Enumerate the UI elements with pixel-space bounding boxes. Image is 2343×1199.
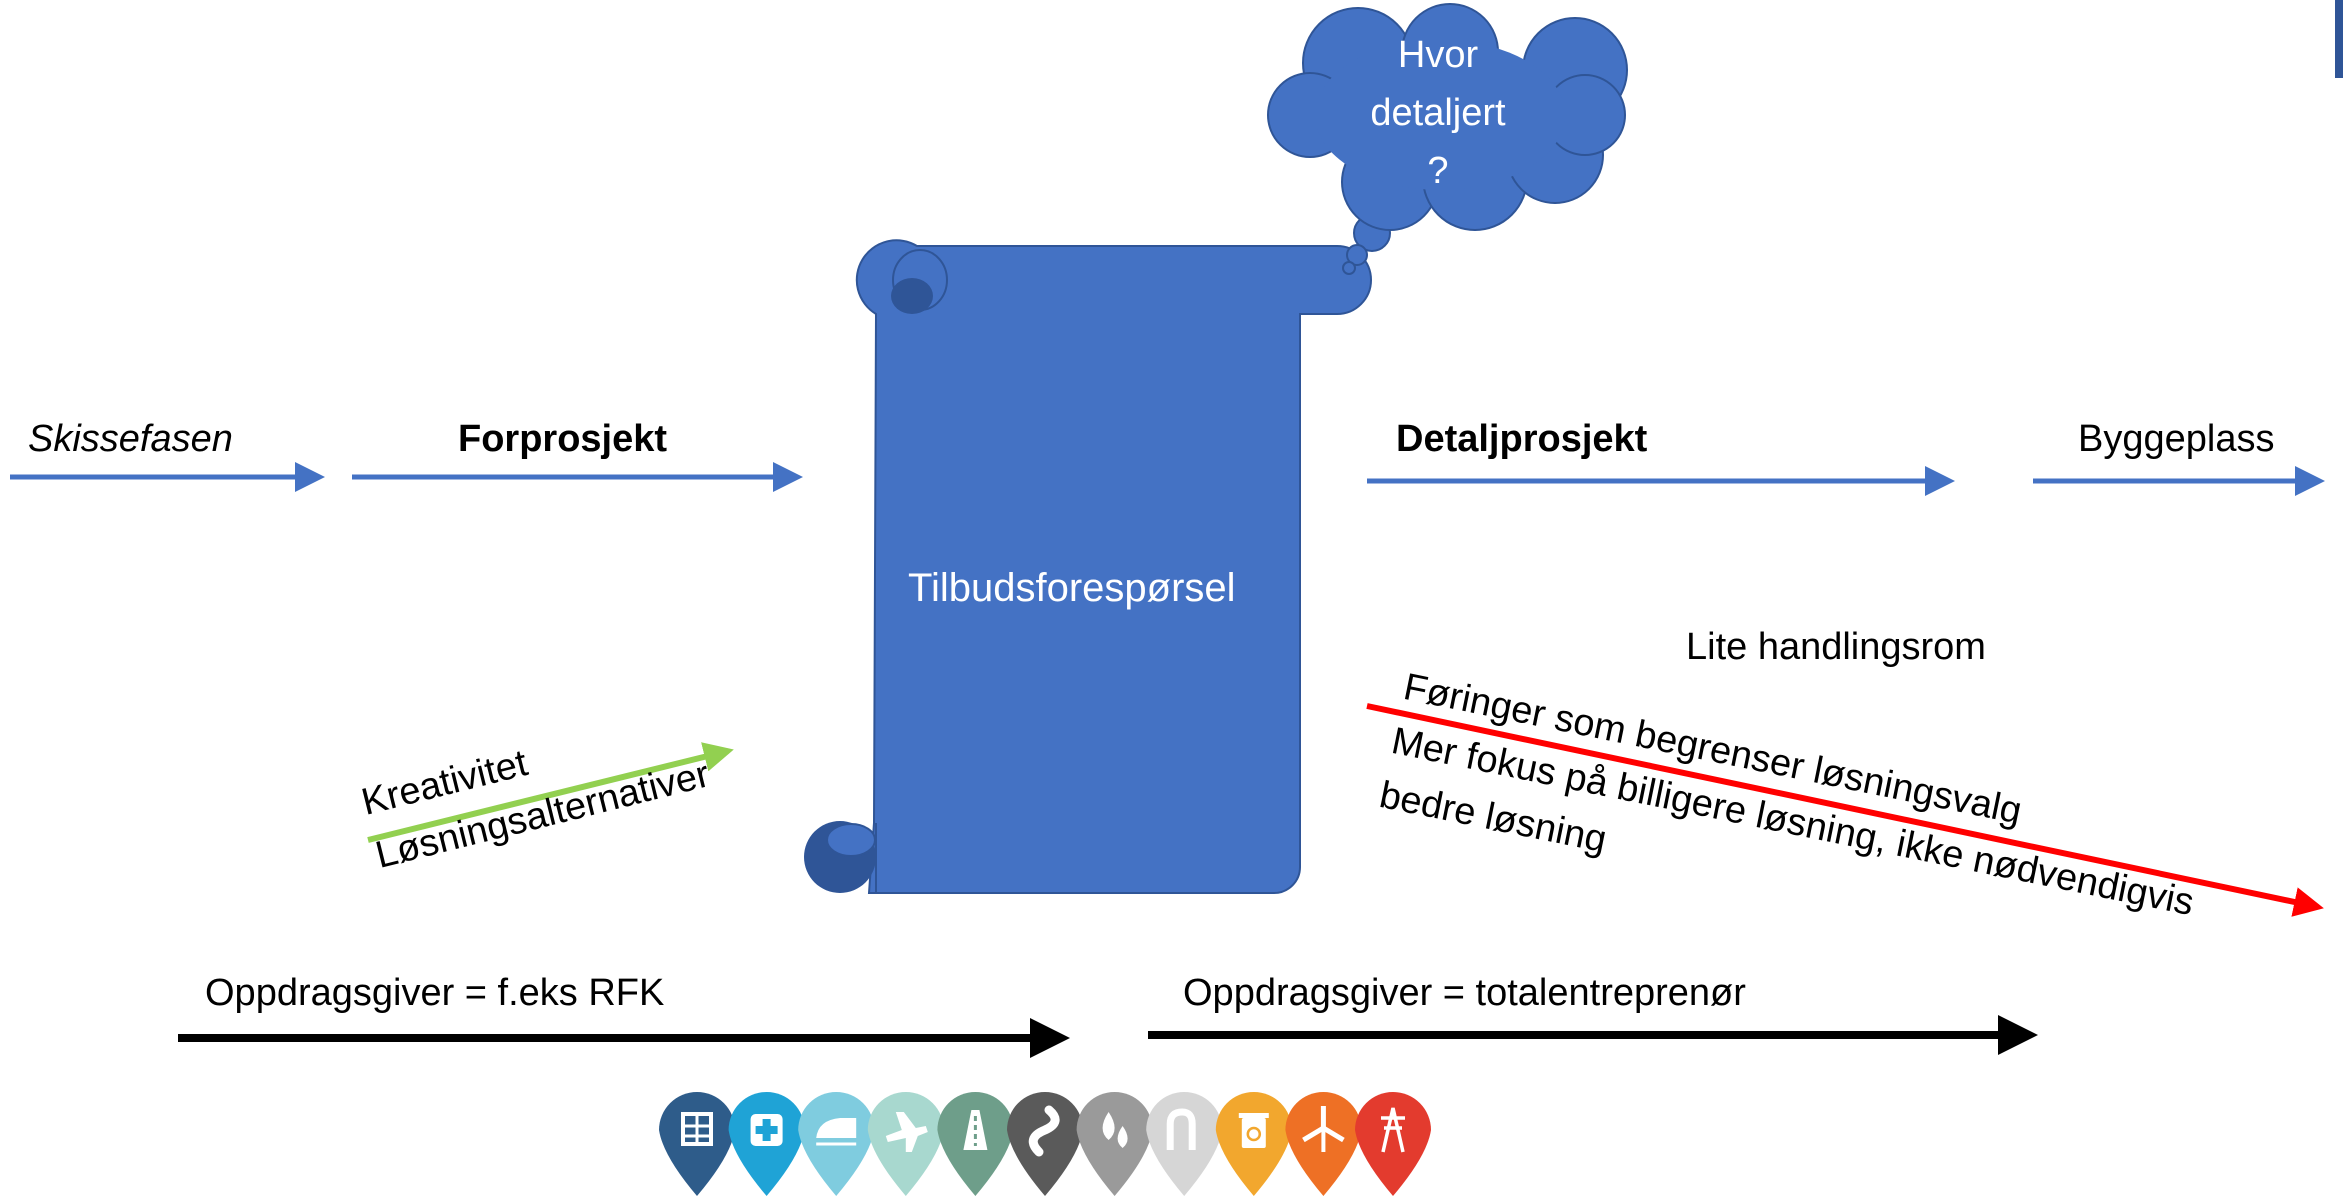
phase-forprosjekt-label: Forprosjekt — [458, 418, 668, 460]
phase-byggeplass-label: Byggeplass — [2078, 418, 2275, 460]
wind-turbine-icon — [1285, 1092, 1362, 1196]
water-drops-icon — [1076, 1092, 1153, 1196]
airplane-icon — [867, 1092, 944, 1196]
cloud-line-3: ? — [1427, 150, 1449, 192]
phase-skisse-label: Skissefasen — [28, 418, 233, 460]
building-icon — [659, 1092, 735, 1196]
arrow-constraints — [1366, 703, 2324, 917]
logo-fragment — [2335, 0, 2343, 78]
pipe-icon — [1146, 1092, 1223, 1196]
phase-detaljprosjekt-label: Detaljprosjekt — [1396, 418, 1648, 460]
cloud-line-2: detaljert — [1370, 92, 1506, 134]
hospital-icon — [728, 1092, 805, 1196]
road-icon — [937, 1092, 1014, 1196]
client-left-label: Oppdragsgiver = f.eks RFK — [205, 972, 665, 1014]
recycle-bin-icon — [1215, 1092, 1292, 1196]
scroll-label: Tilbudsforespørsel — [908, 566, 1236, 610]
room-label: Lite handlingsrom — [1686, 626, 1986, 668]
curved-road-icon — [1007, 1092, 1083, 1196]
icon-pin-row — [659, 1092, 1431, 1196]
power-pylon-icon — [1355, 1092, 1431, 1196]
cloud-line-1: Hvor — [1397, 34, 1479, 76]
scroll-shape — [804, 239, 1372, 894]
client-right-label: Oppdragsgiver = totalentreprenør — [1183, 972, 1746, 1014]
arrow-creativity — [367, 742, 734, 843]
thought-cloud — [1267, 3, 1628, 275]
train-icon — [798, 1092, 875, 1196]
